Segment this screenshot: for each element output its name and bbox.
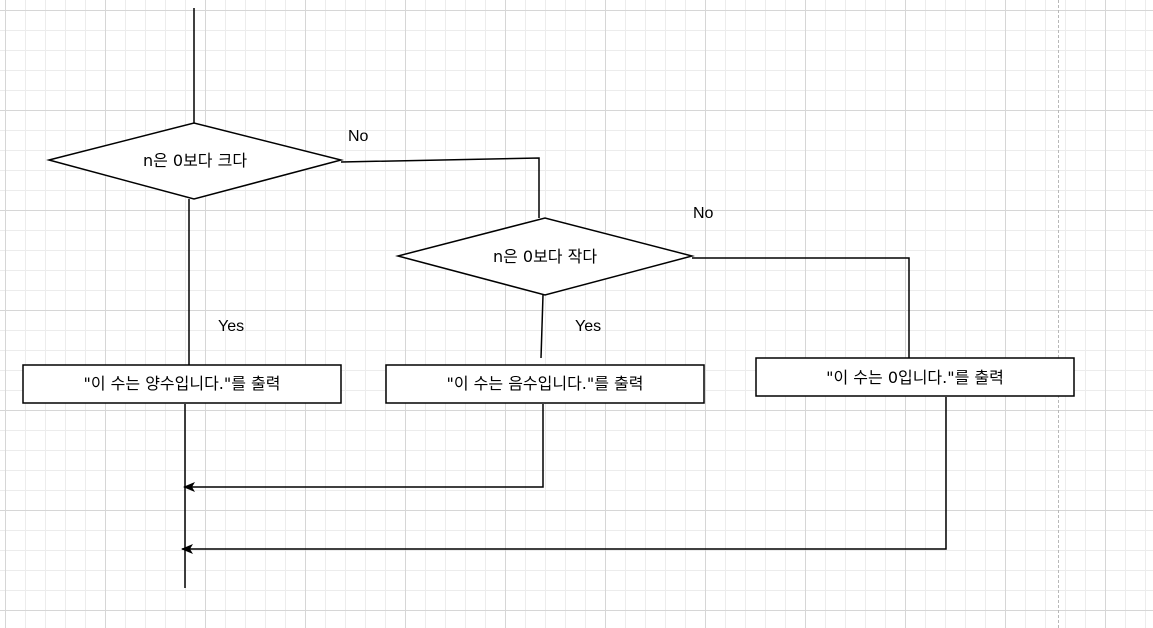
edge-label-yes-1: Yes xyxy=(218,318,244,335)
yes-edge-2[interactable] xyxy=(540,294,544,359)
edge-label-yes-2: Yes xyxy=(575,318,601,335)
edge-label-no-1: No xyxy=(348,128,369,145)
process-box[interactable] xyxy=(755,357,1075,397)
process-negative[interactable]: "이 수는 음수입니다."를 출력 xyxy=(385,364,705,404)
process-box[interactable] xyxy=(385,364,705,404)
decision-greater-than-zero[interactable]: n은 0보다 크다 xyxy=(46,122,344,200)
process-label: "이 수는 양수입니다."를 출력 xyxy=(84,374,281,393)
process-label: "이 수는 음수입니다."를 출력 xyxy=(447,374,644,393)
decision-label: n은 0보다 작다 xyxy=(493,247,597,266)
decision-label: n은 0보다 크다 xyxy=(143,151,247,170)
page-break-line xyxy=(1058,0,1059,628)
merge-edge-negative[interactable] xyxy=(183,404,544,492)
process-box[interactable] xyxy=(22,364,342,404)
decision-diamond[interactable] xyxy=(395,217,695,296)
decision-less-than-zero[interactable]: n은 0보다 작다 xyxy=(395,217,695,296)
process-positive[interactable]: "이 수는 양수입니다."를 출력 xyxy=(22,364,342,404)
no-edge-1[interactable] xyxy=(340,157,540,218)
process-label: "이 수는 0입니다."를 출력 xyxy=(826,368,1004,387)
decision-diamond[interactable] xyxy=(46,122,344,200)
no-edge-2[interactable] xyxy=(692,257,910,358)
merge-edge-zero[interactable] xyxy=(181,397,947,554)
process-zero[interactable]: "이 수는 0입니다."를 출력 xyxy=(755,357,1075,397)
edge-label-no-2: No xyxy=(693,205,714,222)
